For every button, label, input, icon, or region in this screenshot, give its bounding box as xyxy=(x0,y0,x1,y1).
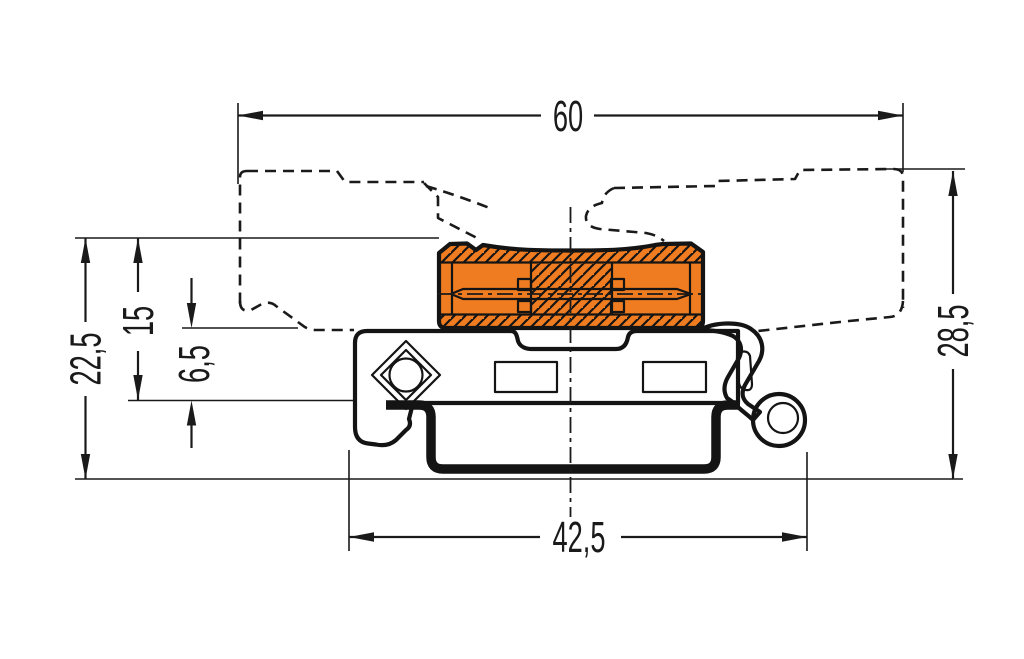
dim-label-28-5: 28,5 xyxy=(928,304,977,357)
hatch-bottom-band xyxy=(441,314,702,327)
phantom-outline-right xyxy=(584,167,905,333)
dimension-6-5: 6,5 xyxy=(169,278,219,448)
dimension-28-5: 28,5 xyxy=(928,171,978,479)
phantom-outline-left xyxy=(238,169,493,332)
adapter-window-right xyxy=(641,360,708,394)
din-rail-adapter xyxy=(352,321,808,449)
diamond-inner xyxy=(379,348,433,402)
latch-lever xyxy=(697,321,765,423)
dimension-42-5: 42,5 xyxy=(348,450,808,562)
arrow-right xyxy=(878,110,903,121)
adapter-window-left xyxy=(493,360,559,394)
dim-label-6-5: 6,5 xyxy=(169,345,218,383)
din-rail-profile xyxy=(386,400,740,474)
dimension-22-5: 22,5 xyxy=(61,238,110,479)
dim-label-42-5: 42,5 xyxy=(552,512,605,561)
fixing-diamond xyxy=(370,339,442,411)
dim-label-22-5: 22,5 xyxy=(61,332,110,385)
reference-lines xyxy=(75,168,965,480)
housing-outline xyxy=(436,241,706,331)
latch-bulb-contour xyxy=(766,401,800,435)
screw-circle xyxy=(388,357,424,393)
adapter-body xyxy=(352,328,741,448)
dimension-15: 15 xyxy=(113,238,163,400)
dim-label-60: 60 xyxy=(553,91,583,140)
wall-lines xyxy=(450,262,692,315)
male-header-section xyxy=(436,241,706,331)
arrow-left xyxy=(238,110,263,121)
dim-label-15: 15 xyxy=(113,306,162,336)
latch-slot xyxy=(735,350,754,392)
dimension-60: 60 xyxy=(237,91,904,184)
